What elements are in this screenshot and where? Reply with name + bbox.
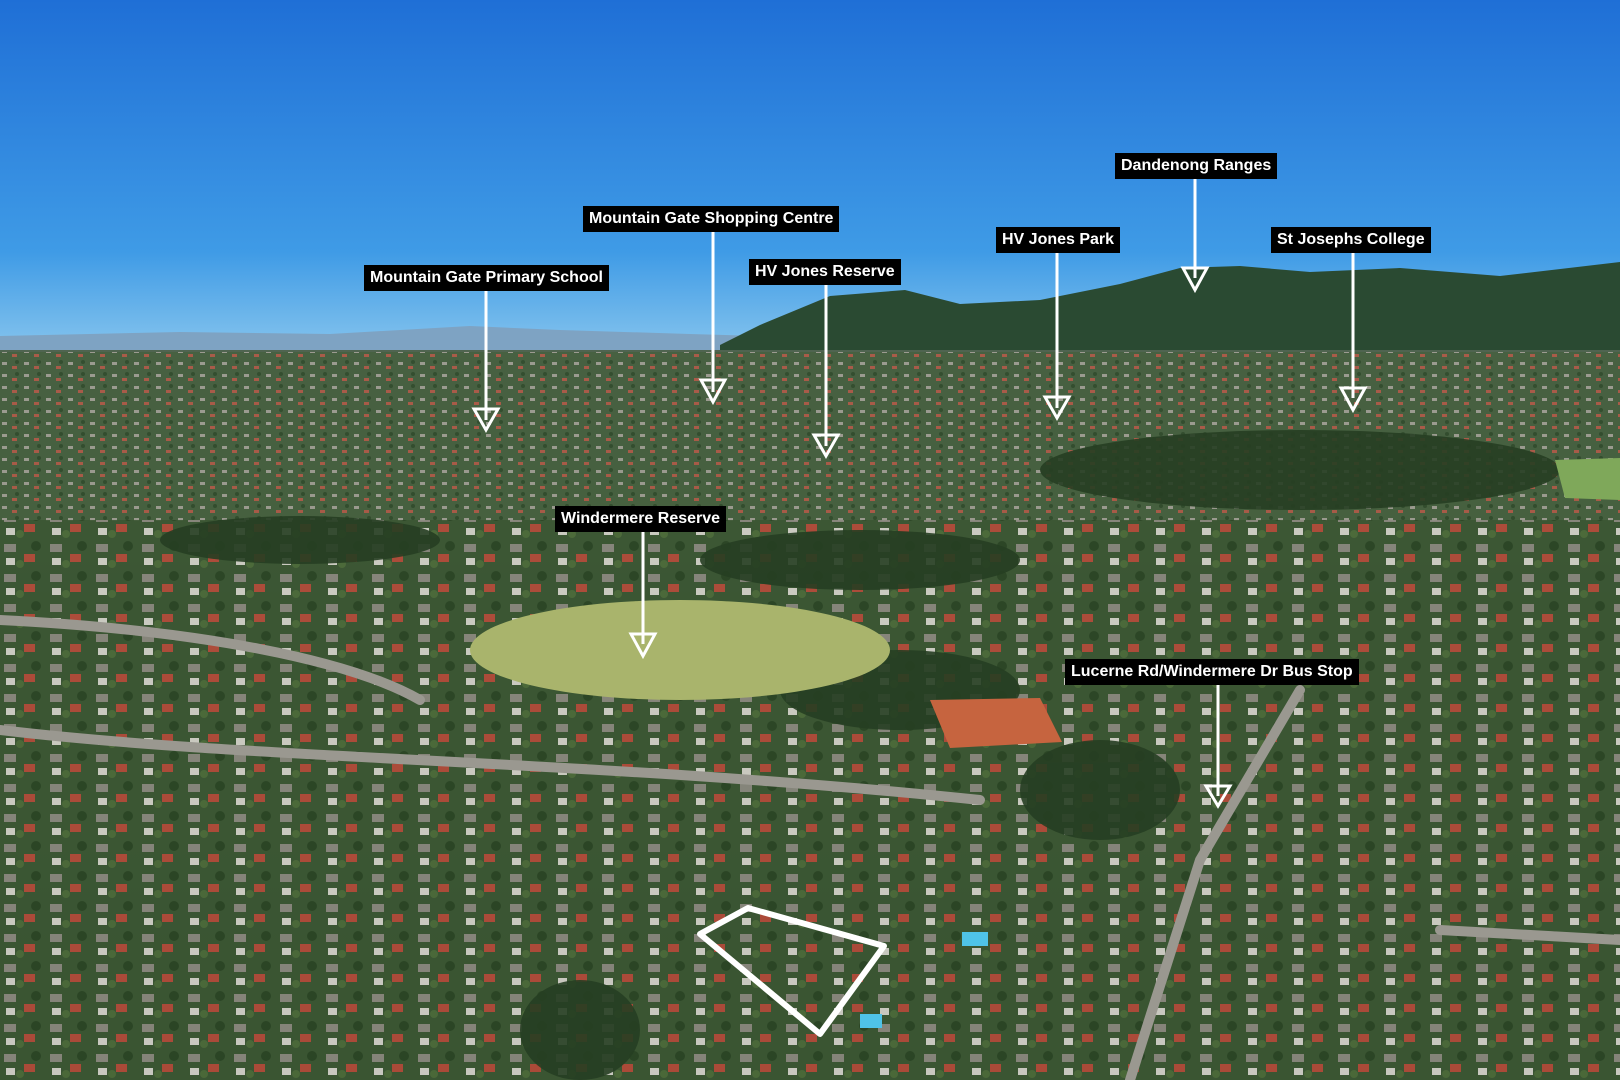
label-st-josephs-college: St Josephs College (1271, 227, 1431, 253)
pool (860, 1014, 882, 1028)
label-mountain-gate-shopping-centre: Mountain Gate Shopping Centre (583, 206, 840, 232)
arrow-down-icon (471, 291, 501, 434)
label-hv-jones-park: HV Jones Park (996, 227, 1121, 253)
arrow-down-icon (1203, 685, 1233, 809)
roads (0, 615, 1620, 1080)
arrow-down-icon (628, 532, 658, 660)
label-hv-jones-reserve: HV Jones Reserve (749, 259, 901, 285)
label-bus-stop: Lucerne Rd/Windermere Dr Bus Stop (1065, 659, 1359, 685)
label-windermere-reserve: Windermere Reserve (555, 506, 727, 532)
sports-oval (470, 600, 890, 700)
arrow-down-icon (698, 232, 728, 406)
arrow-down-icon (1338, 253, 1368, 414)
pool (962, 932, 988, 946)
suburb-near (0, 520, 1620, 1080)
golf-green (1555, 458, 1620, 500)
arrow-down-icon (811, 285, 841, 460)
label-dandenong-ranges: Dandenong Ranges (1115, 153, 1278, 179)
tennis-courts (930, 698, 1062, 748)
property-outline (697, 905, 887, 1037)
arrow-down-icon (1180, 179, 1210, 294)
arrow-down-icon (1042, 253, 1072, 422)
label-mountain-gate-primary-school: Mountain Gate Primary School (364, 265, 609, 291)
